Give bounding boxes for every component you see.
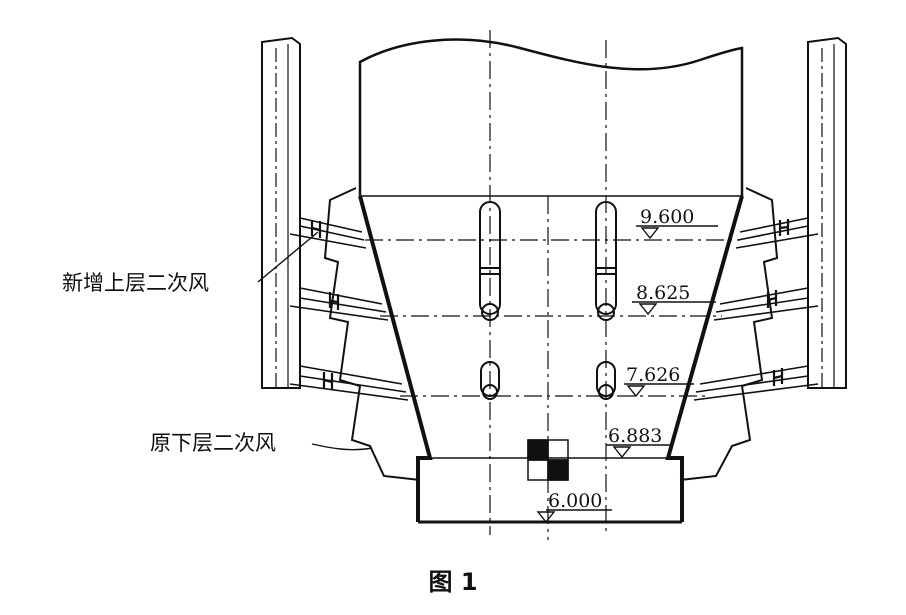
elevation-markers — [536, 225, 718, 524]
lower-label-leader — [311, 443, 373, 451]
elevation-label: 7.626 — [626, 364, 680, 386]
right-column — [807, 36, 847, 389]
upper-secondary-air-label: 新增上层二次风 — [62, 271, 209, 295]
level-lines — [365, 239, 740, 397]
right-zigzag — [679, 187, 779, 481]
lower-nozzle-left — [480, 361, 500, 400]
lower-nozzle-right — [596, 361, 616, 400]
elevation-label: 9.600 — [640, 206, 694, 228]
centerlines — [489, 30, 607, 540]
elevation-label: 6.000 — [548, 490, 602, 512]
figure-caption: 图 1 — [428, 568, 477, 596]
elevation-label: 6.883 — [608, 425, 662, 447]
lower-secondary-air-label: 原下层二次风 — [150, 431, 276, 455]
upper-shaft — [358, 38, 744, 197]
upper-label-leader — [257, 231, 319, 283]
right-duct-valves — [766, 219, 790, 386]
elevation-label: 8.625 — [636, 282, 690, 304]
left-zigzag — [323, 187, 421, 481]
left-duct-valves — [310, 220, 340, 390]
upper-nozzle-right — [595, 201, 617, 321]
burner-block — [527, 439, 569, 481]
left-column — [261, 36, 301, 389]
right-air-ducts — [693, 217, 819, 401]
upper-nozzle-left — [479, 201, 501, 321]
left-air-ducts — [289, 217, 409, 401]
